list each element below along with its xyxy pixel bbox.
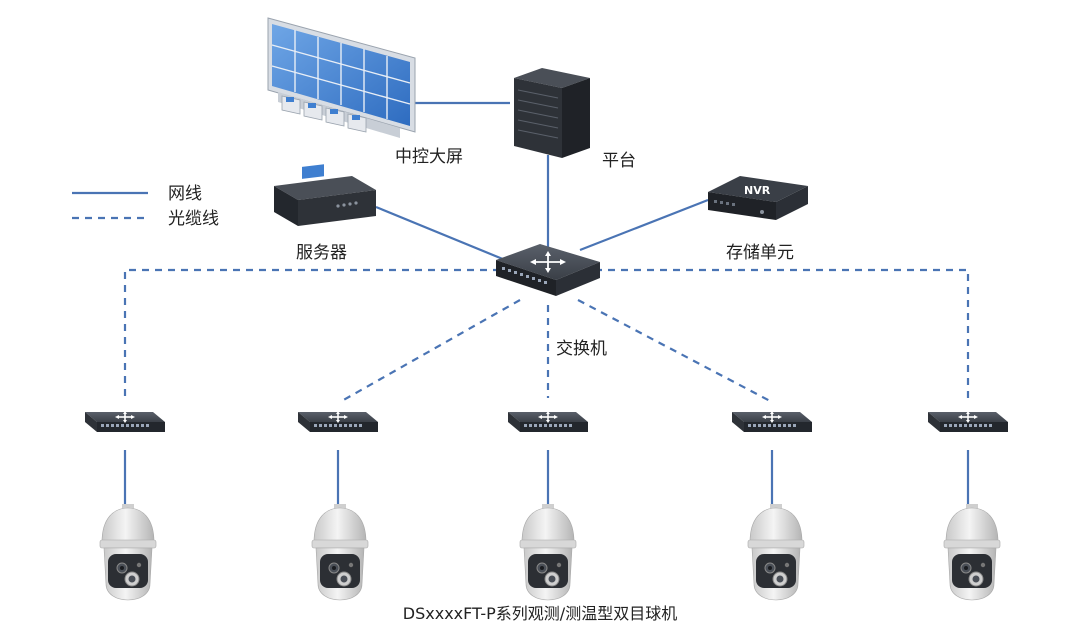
legend-solid-label: 网线	[168, 184, 202, 204]
fiber-core-to-switch-4	[577, 299, 773, 403]
nvr-badge: NVR	[744, 184, 771, 197]
dome-camera-4-icon	[747, 503, 805, 601]
access-switch-1-icon	[84, 410, 166, 433]
connections	[123, 101, 970, 515]
fiber-core-to-switch-5	[595, 268, 970, 398]
access-switch-3-icon	[507, 410, 589, 433]
access-switch-5-icon	[927, 410, 1009, 433]
fiber-core-to-switch-1	[123, 268, 500, 398]
server-icon	[274, 164, 376, 226]
core-switch-icon	[496, 244, 600, 296]
fiber-core-to-switch-2	[339, 299, 521, 403]
video-wall-icon	[267, 17, 416, 138]
access-switch-2-icon	[297, 410, 379, 433]
link-nvr-switch	[579, 198, 709, 252]
dome-camera-5-icon	[943, 503, 1001, 601]
legend-dashed-label: 光缆线	[168, 209, 219, 229]
link-server-switch	[375, 205, 511, 264]
dome-camera-3-icon	[519, 503, 577, 601]
legend: 网线 光缆线	[72, 184, 219, 229]
nvr-storage-icon: NVR	[708, 176, 808, 220]
core-switch-label: 交换机	[556, 339, 607, 359]
storage-label: 存储单元	[726, 243, 794, 263]
dome-camera-2-icon	[311, 503, 369, 601]
dome-camera-1-icon	[99, 503, 157, 601]
video-wall-label: 中控大屏	[395, 147, 463, 167]
platform-cabinet-icon	[514, 68, 590, 158]
server-label: 服务器	[296, 243, 347, 263]
access-switch-4-icon	[731, 410, 813, 433]
cameras-caption: DSxxxxFT-P系列观测/测温型双目球机	[403, 604, 677, 623]
platform-label: 平台	[602, 151, 636, 171]
